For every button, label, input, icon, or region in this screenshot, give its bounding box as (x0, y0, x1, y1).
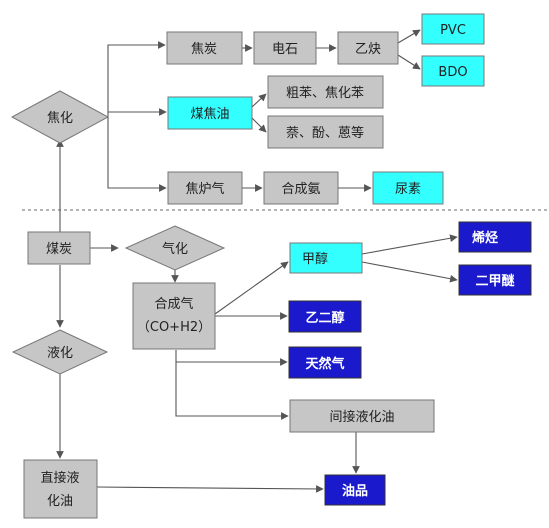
node-crude-benzene-label: 粗苯、焦化苯 (286, 86, 364, 101)
node-oil-products-label: 油品 (342, 483, 368, 499)
node-coke-oven-gas: 焦炉气 (167, 171, 243, 205)
arrow-coking-to-coke (107, 41, 166, 117)
node-gasification-label: 气化 (162, 241, 188, 257)
node-liquefaction-label: 液化 (47, 346, 73, 361)
node-pvc: PVC (421, 13, 485, 45)
node-urea-label: 尿素 (395, 182, 421, 197)
node-calcium-carbide: 电石 (253, 31, 317, 65)
arrow-coking-to-cokeovengas (107, 117, 167, 192)
arrow-syngas-to-naturalgas (175, 350, 289, 420)
node-direct-oil-label-line1: 直接液 (40, 470, 79, 486)
node-natural-gas: 天然气 (288, 346, 362, 379)
arrow-syngas-to-methanol (214, 261, 289, 315)
node-oil-products: 油品 (324, 474, 386, 506)
node-coal-tar-label: 煤焦油 (190, 107, 229, 122)
node-methanol: 甲醇 (289, 242, 363, 274)
arrow-coaltar-to-benzene (251, 93, 267, 108)
node-indirect-oil: 间接液化油 (289, 399, 435, 433)
node-coke-oven-gas-label: 焦炉气 (185, 181, 224, 197)
node-synthetic-ammonia: 合成氨 (263, 171, 339, 205)
node-coking-label: 焦化 (47, 111, 73, 126)
node-ethylene-glycol: 乙二醇 (288, 300, 362, 333)
node-bdo-label: BDO (438, 65, 467, 80)
arrow-acetylene-to-pvc (397, 29, 421, 44)
node-urea: 尿素 (372, 171, 444, 205)
connectors (56, 29, 458, 493)
node-ethylene-glycol-label: 乙二醇 (305, 310, 344, 326)
node-coking: 焦化 (10, 90, 110, 144)
node-dme: 二甲醚 (458, 264, 532, 296)
node-olefins-label: 烯烃 (472, 230, 498, 246)
node-naphthalene-label: 萘、酚、蒽等 (286, 125, 364, 141)
node-dme-label: 二甲醚 (475, 273, 515, 289)
node-coke: 焦炭 (166, 31, 243, 65)
node-naphthalene: 萘、酚、蒽等 (267, 115, 384, 149)
node-crude-benzene: 粗苯、焦化苯 (267, 75, 384, 109)
node-coal-tar: 煤焦油 (167, 96, 253, 130)
arrow-acetylene-to-bdo (397, 54, 421, 70)
node-syngas-label-line2: （CO+H2） (137, 320, 211, 335)
node-methanol-label: 甲醇 (302, 251, 328, 267)
node-gasification: 气化 (124, 225, 226, 271)
node-coal: 煤炭 (27, 231, 91, 265)
node-indirect-oil-label: 间接液化油 (329, 409, 394, 425)
arrow-coaltar-to-naphthalene (251, 117, 267, 133)
node-synthetic-ammonia-label: 合成氨 (281, 182, 320, 197)
node-coal-label: 煤炭 (46, 242, 72, 257)
node-liquefaction: 液化 (11, 329, 109, 375)
node-calcium-carbide-label: 电石 (272, 42, 298, 57)
node-coke-label: 焦炭 (191, 42, 217, 57)
node-direct-oil-label-line2: 化油 (47, 494, 73, 509)
node-pvc-label: PVC (440, 23, 466, 38)
node-acetylene: 乙炔 (337, 31, 399, 65)
node-acetylene-label: 乙炔 (355, 42, 381, 57)
arrow-directoil-to-oil (96, 485, 324, 493)
node-syngas-label-line1: 合成气 (154, 296, 193, 312)
arrow-methanol-to-olefins (361, 234, 458, 255)
node-natural-gas-label: 天然气 (305, 356, 344, 372)
arrow-methanol-to-dme (361, 261, 458, 283)
node-bdo: BDO (421, 55, 485, 87)
node-olefins: 烯烃 (458, 221, 532, 253)
node-syngas: 合成气 （CO+H2） (132, 282, 216, 350)
node-direct-oil: 直接液 化油 (23, 459, 98, 519)
